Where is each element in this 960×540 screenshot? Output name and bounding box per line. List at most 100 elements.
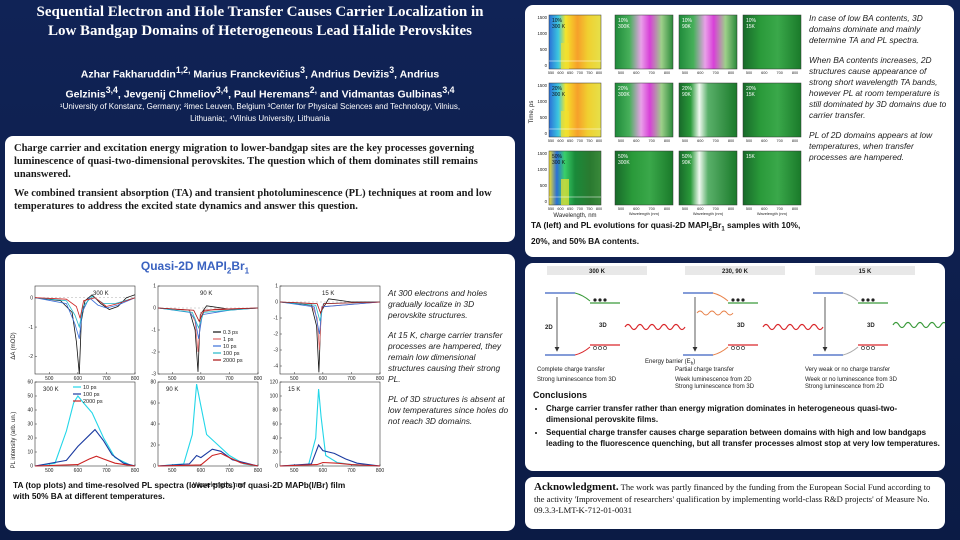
electron xyxy=(731,298,735,302)
legend-entry: 100 ps xyxy=(83,392,100,398)
pl-x-tick: 500 xyxy=(618,207,624,211)
legend-entry: 2000 ps xyxy=(83,399,103,405)
panel-temp-label: 300 K xyxy=(43,387,59,393)
scheme-temp-bar xyxy=(815,266,915,275)
maps-note-3: PL of 2D domains appears at low temperat… xyxy=(809,130,933,162)
ta-y-tick: 500 xyxy=(540,183,548,188)
x-tick-label: 500 xyxy=(290,468,299,474)
x-tick-label: 700 xyxy=(225,468,234,474)
pl-map-image xyxy=(742,150,802,206)
y-tick-label: 0 xyxy=(275,464,278,470)
pl-xlabel: Wavelength (nm) xyxy=(629,211,660,216)
pl-x-tick: 800 xyxy=(728,139,734,143)
quasi-xlabel: Wavelength, nm xyxy=(193,482,243,489)
chart-frame xyxy=(157,285,259,375)
pl-x-tick: 700 xyxy=(648,207,654,211)
ta-x-tick: 650 xyxy=(567,71,573,75)
pl-x-tick: 600 xyxy=(633,207,639,211)
label-3d: 3D xyxy=(737,323,745,329)
ta-map-image xyxy=(548,150,602,206)
pl-x-tick: 500 xyxy=(618,71,624,75)
panel-temp-label: 300 K xyxy=(93,291,109,297)
quasi-2d-plots: ΔA (mOD) PL intensity (arb. un.) Wavelen… xyxy=(11,284,385,489)
y-tick-label: -3 xyxy=(152,372,157,378)
x-tick-label: 700 xyxy=(102,468,111,474)
ta-map-percent: 10% xyxy=(552,18,563,24)
x-tick-label: 600 xyxy=(74,376,83,382)
pl-x-tick: 700 xyxy=(712,71,718,75)
ack-title: Acknowledgment. xyxy=(534,481,619,493)
chart-frame xyxy=(157,381,259,467)
series-line-3 xyxy=(279,461,381,467)
pl-ylabel: PL intensity (arb. un.) xyxy=(11,412,17,469)
electron xyxy=(866,298,870,302)
panel-temp-label: 15 K xyxy=(322,291,334,297)
pl-x-tick: 800 xyxy=(728,207,734,211)
electron xyxy=(593,298,597,302)
x-tick-label: 500 xyxy=(168,376,177,382)
pl-x-tick: 700 xyxy=(712,207,718,211)
electron-transfer-arrow xyxy=(712,292,729,302)
ta-x-tick: 800 xyxy=(596,139,602,143)
maps-note-2: When BA contents increases, 2D structure… xyxy=(809,55,947,120)
x-tick-label: 500 xyxy=(45,468,54,474)
luminescence-wave xyxy=(624,323,686,331)
x-tick-label: 500 xyxy=(168,468,177,474)
ta-y-tick: 0 xyxy=(545,63,548,68)
series-line-5 xyxy=(157,307,259,323)
series-line-2 xyxy=(157,307,259,353)
ta-y-tick: 500 xyxy=(540,47,548,52)
y-tick-label: 40 xyxy=(272,436,278,442)
x-tick-label: 800 xyxy=(131,376,140,382)
scheme-subtitle: Partial charge transfer xyxy=(675,367,734,373)
ack-text: The work was partly financed by the fund… xyxy=(534,482,931,515)
x-tick-label: 700 xyxy=(102,376,111,382)
x-tick-label: 800 xyxy=(254,376,263,382)
x-tick-label: 700 xyxy=(347,468,356,474)
ta-y-tick: 1500 xyxy=(537,83,547,88)
pl-map-percent: 10% xyxy=(618,18,629,24)
pl-map-image xyxy=(614,14,674,70)
pl-x-tick: 600 xyxy=(697,139,703,143)
y-tick-label: -2 xyxy=(29,354,34,360)
pl-x-tick: 800 xyxy=(664,207,670,211)
scheme-temp-bar xyxy=(685,266,785,275)
pl-x-tick: 500 xyxy=(682,71,688,75)
x-tick-label: 600 xyxy=(319,468,328,474)
scheme-luminescence-1: Strong luminescence from 3D xyxy=(537,377,617,383)
pl-map-image xyxy=(678,150,738,206)
y-tick-label: 20 xyxy=(150,443,156,449)
ta-map-percent: 50% xyxy=(552,154,563,160)
y-tick-label: 0 xyxy=(30,295,33,301)
legend-entry: 0.3 ps xyxy=(223,330,238,336)
pl-map-image xyxy=(678,82,738,138)
pl-map-percent: 50% xyxy=(618,154,629,160)
legend-entry: 2000 ps xyxy=(223,358,243,364)
x-tick-label: 700 xyxy=(347,376,356,382)
y-tick-label: -2 xyxy=(152,350,157,356)
pl-x-tick: 500 xyxy=(746,139,752,143)
pl-map-percent: 50% xyxy=(682,154,693,160)
pl-x-tick: 500 xyxy=(746,71,752,75)
quasi-2d-box: Quasi-2D MAPI2Br1 ΔA (mOD) PL intensity … xyxy=(5,254,515,531)
maps-ylabel: Time, ps xyxy=(529,101,535,124)
ta-y-tick: 1000 xyxy=(537,31,547,36)
pl-map-image xyxy=(614,82,674,138)
x-tick-label: 500 xyxy=(290,376,299,382)
ta-map-image xyxy=(548,14,602,70)
weak-luminescence-wave xyxy=(696,310,734,316)
y-tick-label: 10 xyxy=(27,450,33,456)
scheme-subtitle: Complete charge transfer xyxy=(537,367,605,373)
electron xyxy=(871,298,875,302)
hole xyxy=(603,346,607,350)
y-tick-label: 0 xyxy=(275,300,278,306)
pl-x-tick: 500 xyxy=(618,139,624,143)
legend-entry: 10 ps xyxy=(83,385,97,391)
hole xyxy=(731,346,735,350)
maps-xlabel: Wavelength, nm xyxy=(553,213,596,219)
pl-map-temp: 15K xyxy=(746,24,756,30)
